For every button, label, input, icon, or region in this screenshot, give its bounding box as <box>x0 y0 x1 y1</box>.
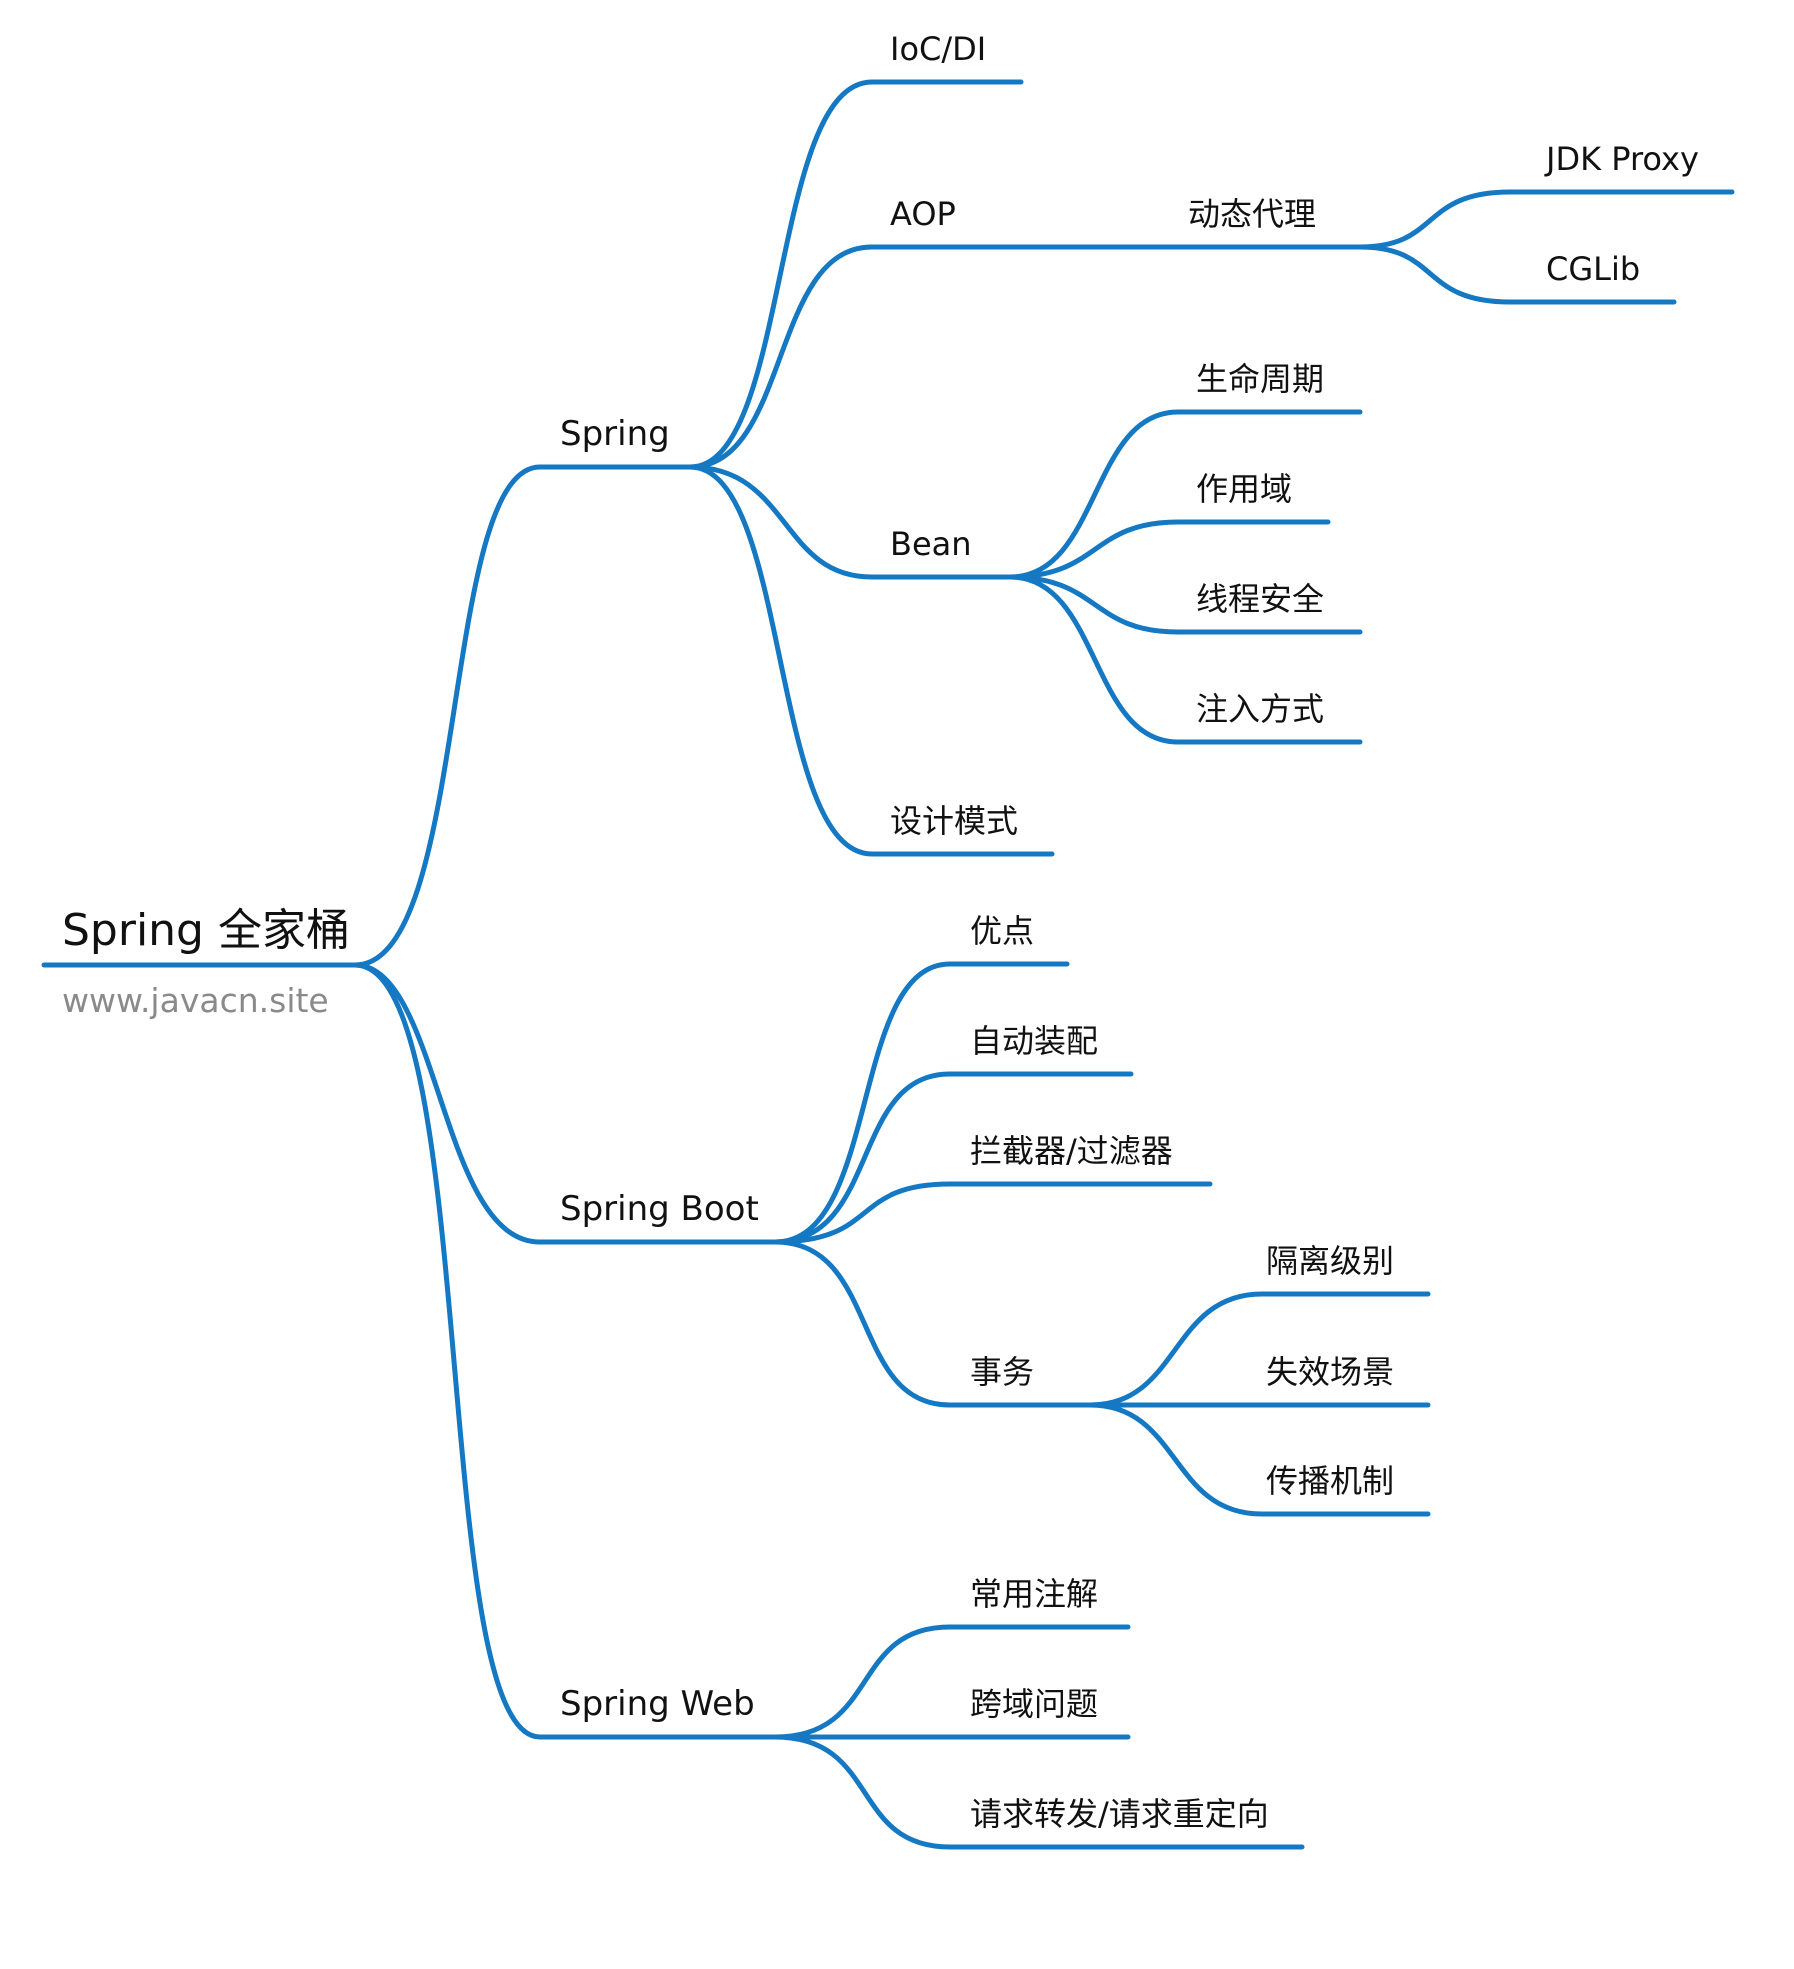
node-design-patterns: 设计模式 <box>890 802 1018 840</box>
labels: Spring 全家桶 www.javacn.site Spring Spring… <box>62 30 1699 1833</box>
edge-boot-filter <box>772 1181 953 1245</box>
node-ioc-di: IoC/DI <box>890 30 986 68</box>
node-spring-web: Spring Web <box>560 1684 755 1724</box>
edge-tx-propagation <box>1087 1402 1265 1517</box>
edge-spring-bean <box>687 464 875 580</box>
node-jdk-proxy: JDK Proxy <box>1544 140 1699 178</box>
root-subtitle: www.javacn.site <box>62 981 329 1020</box>
node-interceptor-filter: 拦截器/过滤器 <box>970 1132 1173 1170</box>
edge-boot-auto <box>772 1071 953 1245</box>
node-propagation: 传播机制 <box>1266 1462 1394 1500</box>
edge-root-springweb <box>352 962 543 1740</box>
node-advantages: 优点 <box>970 912 1034 950</box>
node-dynamic-proxy: 动态代理 <box>1188 195 1316 233</box>
node-isolation-level: 隔离级别 <box>1266 1242 1394 1280</box>
node-auto-config: 自动装配 <box>970 1022 1098 1060</box>
node-common-annotations: 常用注解 <box>970 1575 1098 1613</box>
node-injection: 注入方式 <box>1196 690 1324 728</box>
edge-dp-jdk <box>1357 189 1513 250</box>
node-spring: Spring <box>560 414 670 454</box>
edge-web-forward <box>772 1734 953 1850</box>
node-transaction: 事务 <box>970 1353 1034 1391</box>
edge-root-spring <box>352 464 543 968</box>
edge-bean-inject <box>1007 574 1181 745</box>
node-scope: 作用域 <box>1196 470 1292 508</box>
edge-tx-isolation <box>1087 1291 1265 1408</box>
edge-spring-ioc <box>687 79 875 470</box>
edge-bean-scope <box>1007 519 1181 580</box>
edge-bean-thread <box>1007 574 1181 635</box>
edge-boot-adv <box>772 961 953 1245</box>
edge-spring-design <box>687 464 875 857</box>
edge-web-annot <box>772 1624 953 1740</box>
edge-spring-aop <box>687 244 875 470</box>
edge-root-springboot <box>352 962 543 1245</box>
node-lifecycle: 生命周期 <box>1196 360 1324 398</box>
edges <box>41 79 1735 1850</box>
edge-boot-tx <box>772 1239 953 1408</box>
node-failure-scenarios: 失效场景 <box>1266 1353 1394 1391</box>
edge-dp-cglib <box>1357 244 1513 305</box>
node-bean: Bean <box>890 525 972 563</box>
root-label: Spring 全家桶 <box>62 905 350 956</box>
node-cglib: CGLib <box>1546 250 1640 288</box>
node-forward-redirect: 请求转发/请求重定向 <box>970 1795 1269 1833</box>
node-thread-safety: 线程安全 <box>1196 580 1324 618</box>
node-spring-boot: Spring Boot <box>560 1189 759 1229</box>
node-cors: 跨域问题 <box>970 1685 1098 1723</box>
node-aop: AOP <box>890 195 956 233</box>
edge-bean-lifecycle <box>1007 409 1181 580</box>
